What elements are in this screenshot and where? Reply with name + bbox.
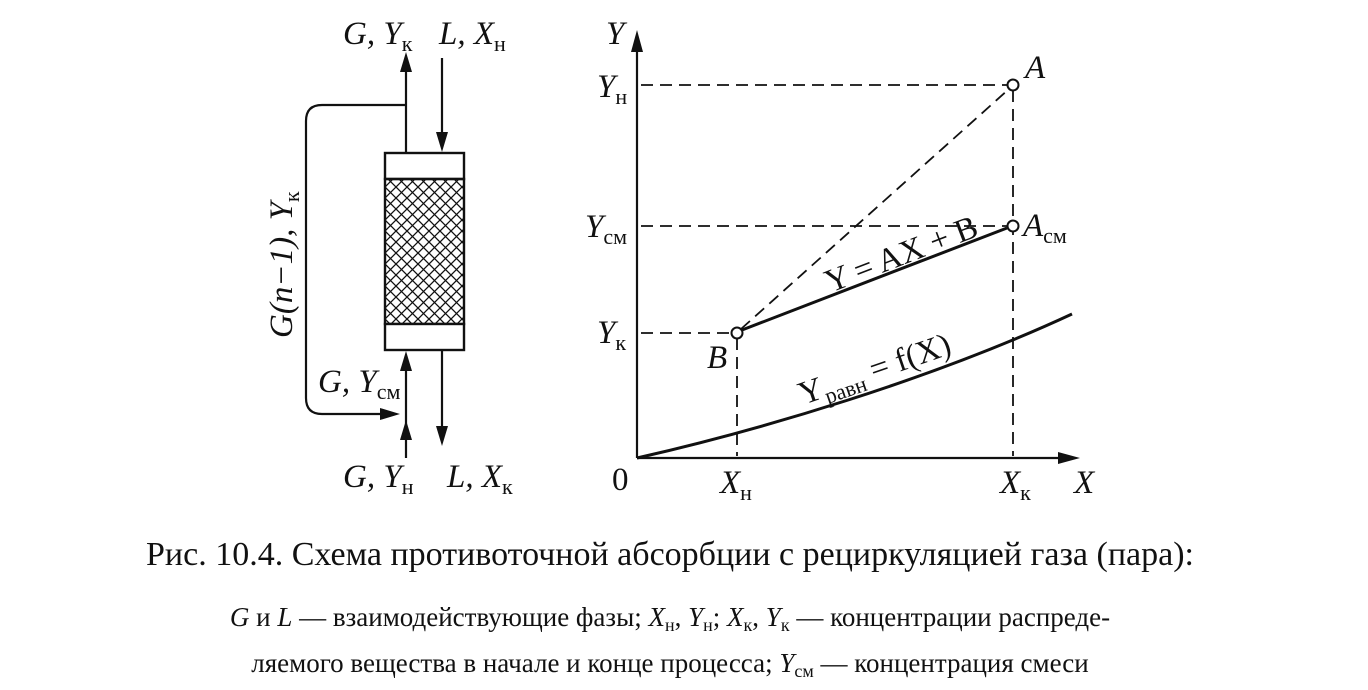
column-bottom-section (383, 322, 466, 352)
caption-text: — концентрация смеси (813, 648, 1089, 678)
caption-text: , (674, 602, 689, 632)
point-a-mix (1006, 219, 1020, 233)
caption-text: — концентрации распреде- (789, 602, 1111, 632)
bottom-right-label: L, Xк (446, 459, 513, 499)
point-b-label: B (707, 340, 727, 376)
caption-subscript: н (703, 615, 713, 635)
caption-subscript: см (794, 661, 814, 681)
liquid-inlet-arrow (436, 132, 448, 152)
gas-inlet-arrow-upper (400, 351, 412, 371)
bottom-left-label: G, Yн (343, 459, 414, 499)
column-top-section (383, 151, 466, 181)
caption-text: Y (688, 602, 704, 632)
recycle-loop (304, 103, 406, 416)
x-axis-label: X (1072, 465, 1096, 501)
point-a-label: A (1023, 50, 1046, 86)
x-tick-xk: Xк (998, 465, 1031, 505)
caption-text: Y (779, 648, 795, 678)
operating-line-label: Y = AX + B (820, 209, 983, 300)
caption-line-2: G и L — взаимодействующие фазы; Xн, Yн; … (0, 598, 1340, 644)
y-tick-yk: Yк (597, 315, 626, 355)
operating-line (741, 226, 1008, 332)
caption-text: , (752, 602, 766, 632)
recycle-label: G(n−1), Yк (264, 191, 304, 338)
caption-text: Y (765, 602, 781, 632)
equilibrium-curve (636, 312, 1073, 460)
caption-subscript: к (743, 615, 753, 635)
caption-title: Рис. 10.4. Схема противоточной абсорбции… (146, 536, 1194, 573)
top-left-label: G, Yк (343, 16, 413, 56)
caption-text: ляемого вещества в начале и конце процес… (251, 648, 780, 678)
y-tick-yn: Yн (597, 69, 627, 109)
caption-subscript: к (780, 615, 790, 635)
line-b-to-a (740, 88, 1010, 330)
caption-body: G и L — взаимодействующие фазы; Xн, Yн; … (0, 598, 1340, 690)
x-tick-xn: Xн (718, 465, 752, 505)
absorption-figure: G, Yк L, Xн G(n−1), Yк G, Yсм G, Yн L, X… (264, 16, 1096, 505)
caption-text: X (727, 602, 744, 632)
caption-text: X (648, 602, 665, 632)
caption-text: и (249, 602, 278, 632)
caption-text: L (277, 602, 293, 632)
point-a-mix-label: Aсм (1021, 208, 1067, 248)
gas-inlet-arrow-lower (400, 420, 412, 440)
y-axis-arrow (631, 30, 643, 52)
caption-text: G (229, 602, 250, 632)
origin-label: 0 (612, 462, 629, 498)
column-packing (383, 177, 466, 326)
gas-outlet-arrow (400, 52, 412, 72)
yx-graph: Y X 0 Yн Yсм Yк Xн Xк A Aсм B Y = AX + B… (585, 16, 1096, 505)
liquid-outlet-arrow (436, 426, 448, 446)
caption-line-3: ляемого вещества в начале и конце процес… (0, 644, 1340, 690)
recycle-arrow (380, 408, 400, 420)
y-axis-label: Y (606, 16, 628, 52)
absorber-scheme: G, Yк L, Xн G(n−1), Yк G, Yсм G, Yн L, X… (264, 16, 513, 499)
y-tick-ycm: Yсм (585, 209, 627, 249)
mix-label: G, Yсм (318, 364, 400, 404)
caption-subscript: н (664, 615, 675, 635)
point-a (1006, 78, 1020, 92)
x-axis-arrow (1058, 452, 1080, 464)
top-right-label: L, Xн (438, 16, 506, 56)
caption-text: ; (712, 602, 728, 632)
point-b (730, 326, 744, 340)
caption-text: — взаимодействующие фазы; (292, 602, 649, 632)
